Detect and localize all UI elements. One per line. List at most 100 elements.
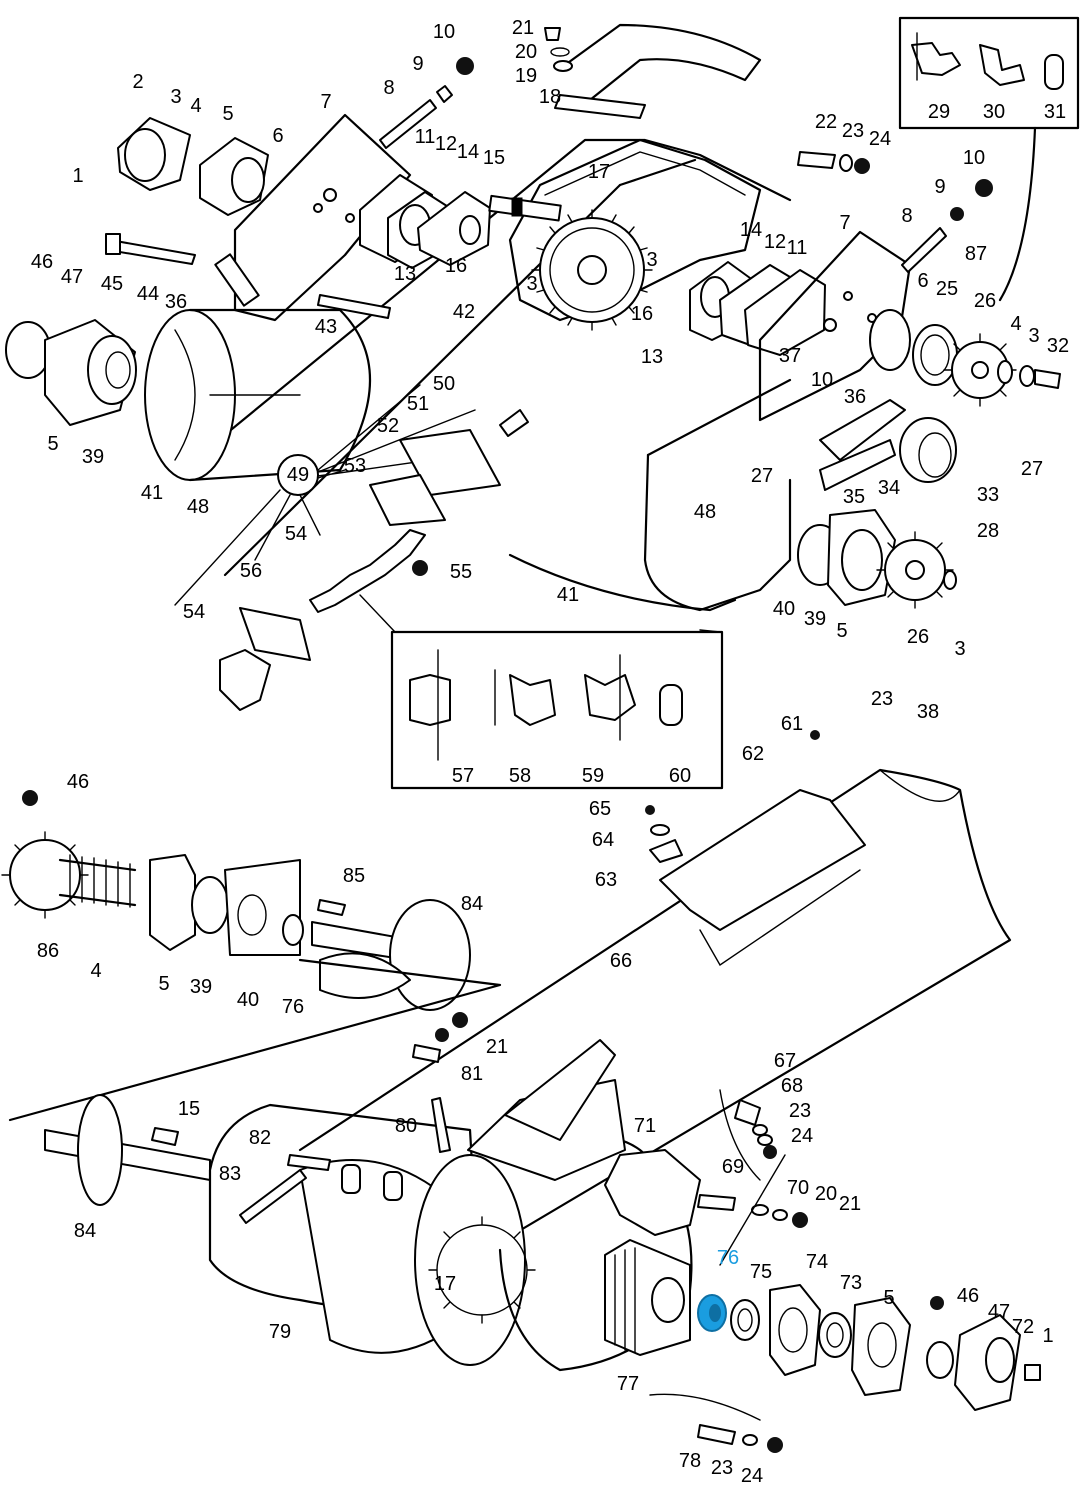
callout-c13b: 13 bbox=[641, 346, 663, 368]
callout-c12b: 12 bbox=[764, 231, 786, 253]
callout-c24c: 24 bbox=[741, 1465, 763, 1487]
callout-c79: 79 bbox=[269, 1321, 291, 1343]
callout-c56: 56 bbox=[240, 560, 262, 582]
callout-c3d: 3 bbox=[646, 249, 657, 271]
callout-c82: 82 bbox=[249, 1127, 271, 1149]
callout-c21b: 21 bbox=[486, 1036, 508, 1058]
callout-c67: 67 bbox=[774, 1050, 796, 1072]
callout-c25: 25 bbox=[936, 278, 958, 300]
callout-c11b: 11 bbox=[787, 237, 808, 259]
callout-c7b: 7 bbox=[839, 212, 850, 234]
callout-c65: 65 bbox=[589, 798, 611, 820]
callout-c24a: 24 bbox=[869, 128, 891, 150]
callout-c75: 75 bbox=[750, 1261, 772, 1283]
callout-c5d: 5 bbox=[158, 973, 169, 995]
callout-c61: 61 bbox=[781, 713, 803, 735]
callout-c55: 55 bbox=[450, 561, 472, 583]
callout-c76a: 76 bbox=[282, 996, 304, 1018]
callout-c7a: 7 bbox=[320, 91, 331, 113]
callout-c3a: 3 bbox=[170, 86, 181, 108]
callout-c39c: 39 bbox=[190, 976, 212, 998]
callout-c58: 58 bbox=[509, 765, 531, 787]
callout-c28: 28 bbox=[977, 520, 999, 542]
callout-c70: 70 bbox=[787, 1177, 809, 1199]
callout-c8a: 8 bbox=[383, 77, 394, 99]
callout-c35: 35 bbox=[843, 486, 865, 508]
callout-c14a: 14 bbox=[457, 141, 479, 163]
callout-c69: 69 bbox=[722, 1156, 744, 1178]
callout-c57: 57 bbox=[452, 765, 474, 787]
callout-c4c: 4 bbox=[90, 960, 101, 982]
callout-c6a: 6 bbox=[272, 125, 283, 147]
callout-c41b: 41 bbox=[557, 584, 579, 606]
callout-c33: 33 bbox=[977, 484, 999, 506]
callout-c27b: 27 bbox=[1021, 458, 1043, 480]
callout-c42: 42 bbox=[453, 301, 475, 323]
callout-c30: 30 bbox=[983, 101, 1005, 123]
callout-c46a: 46 bbox=[31, 251, 53, 273]
callout-c10c: 10 bbox=[811, 369, 833, 391]
callout-c5c: 5 bbox=[836, 620, 847, 642]
callout-c17b: 17 bbox=[434, 1273, 456, 1295]
callout-c78: 78 bbox=[679, 1450, 701, 1472]
callout-c77: 77 bbox=[617, 1373, 639, 1395]
callout-c38: 38 bbox=[917, 701, 939, 723]
callout-c23b: 23 bbox=[871, 688, 893, 710]
callout-c80: 80 bbox=[395, 1115, 417, 1137]
callout-c85: 85 bbox=[343, 865, 365, 887]
callout-c72: 72 bbox=[1012, 1316, 1034, 1338]
callout-c16b: 16 bbox=[631, 303, 653, 325]
callout-c48a: 48 bbox=[187, 496, 209, 518]
callout-c40a: 40 bbox=[773, 598, 795, 620]
callout-c32: 32 bbox=[1047, 335, 1069, 357]
callout-c59: 59 bbox=[582, 765, 604, 787]
callout-c15a: 15 bbox=[483, 147, 505, 169]
callout-c23c: 23 bbox=[789, 1100, 811, 1122]
callout-c41a: 41 bbox=[141, 482, 163, 504]
callout-c17a: 17 bbox=[588, 161, 610, 183]
callout-c76b: 76 bbox=[717, 1247, 739, 1269]
callout-c14b: 14 bbox=[740, 219, 762, 241]
callout-c6b: 6 bbox=[917, 270, 928, 292]
callout-c87: 87 bbox=[965, 243, 987, 265]
lower-tine-shaft-assembly bbox=[1, 730, 1041, 1453]
upper-chain-case-assembly bbox=[5, 16, 1080, 790]
callout-c19: 19 bbox=[515, 65, 537, 87]
callout-c36b: 36 bbox=[844, 386, 866, 408]
callout-c11a: 11 bbox=[415, 126, 436, 148]
callout-c48b: 48 bbox=[694, 501, 716, 523]
callout-c64: 64 bbox=[592, 829, 614, 851]
callout-c54b: 54 bbox=[183, 601, 205, 623]
callout-c81: 81 bbox=[461, 1063, 483, 1085]
callout-c4b: 4 bbox=[1010, 313, 1021, 335]
callout-c52: 52 bbox=[377, 415, 399, 437]
callout-c22: 22 bbox=[815, 111, 837, 133]
callout-c83: 83 bbox=[219, 1163, 241, 1185]
callout-c54a: 54 bbox=[285, 523, 307, 545]
callout-c46b: 46 bbox=[67, 771, 89, 793]
callout-c26b: 26 bbox=[907, 626, 929, 648]
callout-c40b: 40 bbox=[237, 989, 259, 1011]
callout-c9b: 9 bbox=[934, 176, 945, 198]
callout-c15b: 15 bbox=[178, 1098, 200, 1120]
callout-c74: 74 bbox=[806, 1251, 828, 1273]
callout-c46c: 46 bbox=[957, 1285, 979, 1307]
callout-c60: 60 bbox=[669, 765, 691, 787]
callout-c44: 44 bbox=[137, 283, 159, 305]
callout-c29: 29 bbox=[928, 101, 950, 123]
callout-c10b: 10 bbox=[963, 147, 985, 169]
callout-c84a: 84 bbox=[461, 893, 483, 915]
callout-c47a: 47 bbox=[61, 266, 83, 288]
callout-c36a: 36 bbox=[165, 291, 187, 313]
callout-c43: 43 bbox=[315, 316, 337, 338]
callout-c12a: 12 bbox=[435, 133, 457, 155]
callout-c3b: 3 bbox=[1028, 325, 1039, 347]
callout-c68: 68 bbox=[781, 1075, 803, 1097]
callout-c20a: 20 bbox=[515, 41, 537, 63]
callout-c9a: 9 bbox=[412, 53, 423, 75]
callout-c16a: 16 bbox=[445, 255, 467, 277]
callout-c86: 86 bbox=[37, 940, 59, 962]
callout-c37: 37 bbox=[779, 345, 801, 367]
